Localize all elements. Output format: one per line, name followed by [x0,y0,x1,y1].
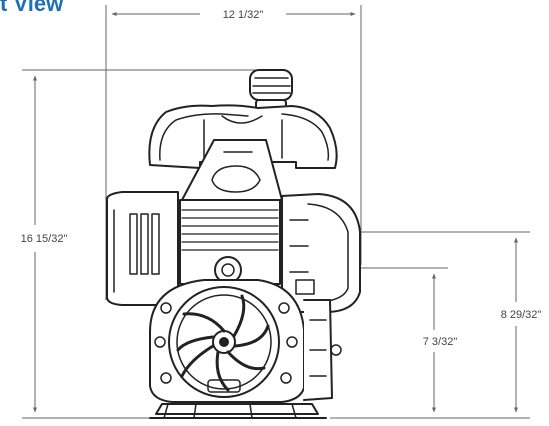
pump-volute [149,279,305,403]
discharge-assembly [303,299,342,401]
engine-block [179,199,281,285]
outlet-height-dimension [330,231,530,419]
pump-engine-drawing [105,69,361,419]
height-dimension [22,69,262,419]
recoil-starter [105,191,179,306]
base-frame [149,403,327,419]
outlet-height-label: 8 29/32" [501,309,542,321]
fuel-cap [249,69,293,111]
page-title: t View [0,0,64,16]
air-cleaner [281,193,361,313]
width-dimension-label: 12 1/32" [223,9,264,21]
height-dimension-label: 16 15/32" [21,233,68,245]
fuel-tank [148,104,338,169]
inlet-height-label: 7 3/32" [423,336,458,348]
